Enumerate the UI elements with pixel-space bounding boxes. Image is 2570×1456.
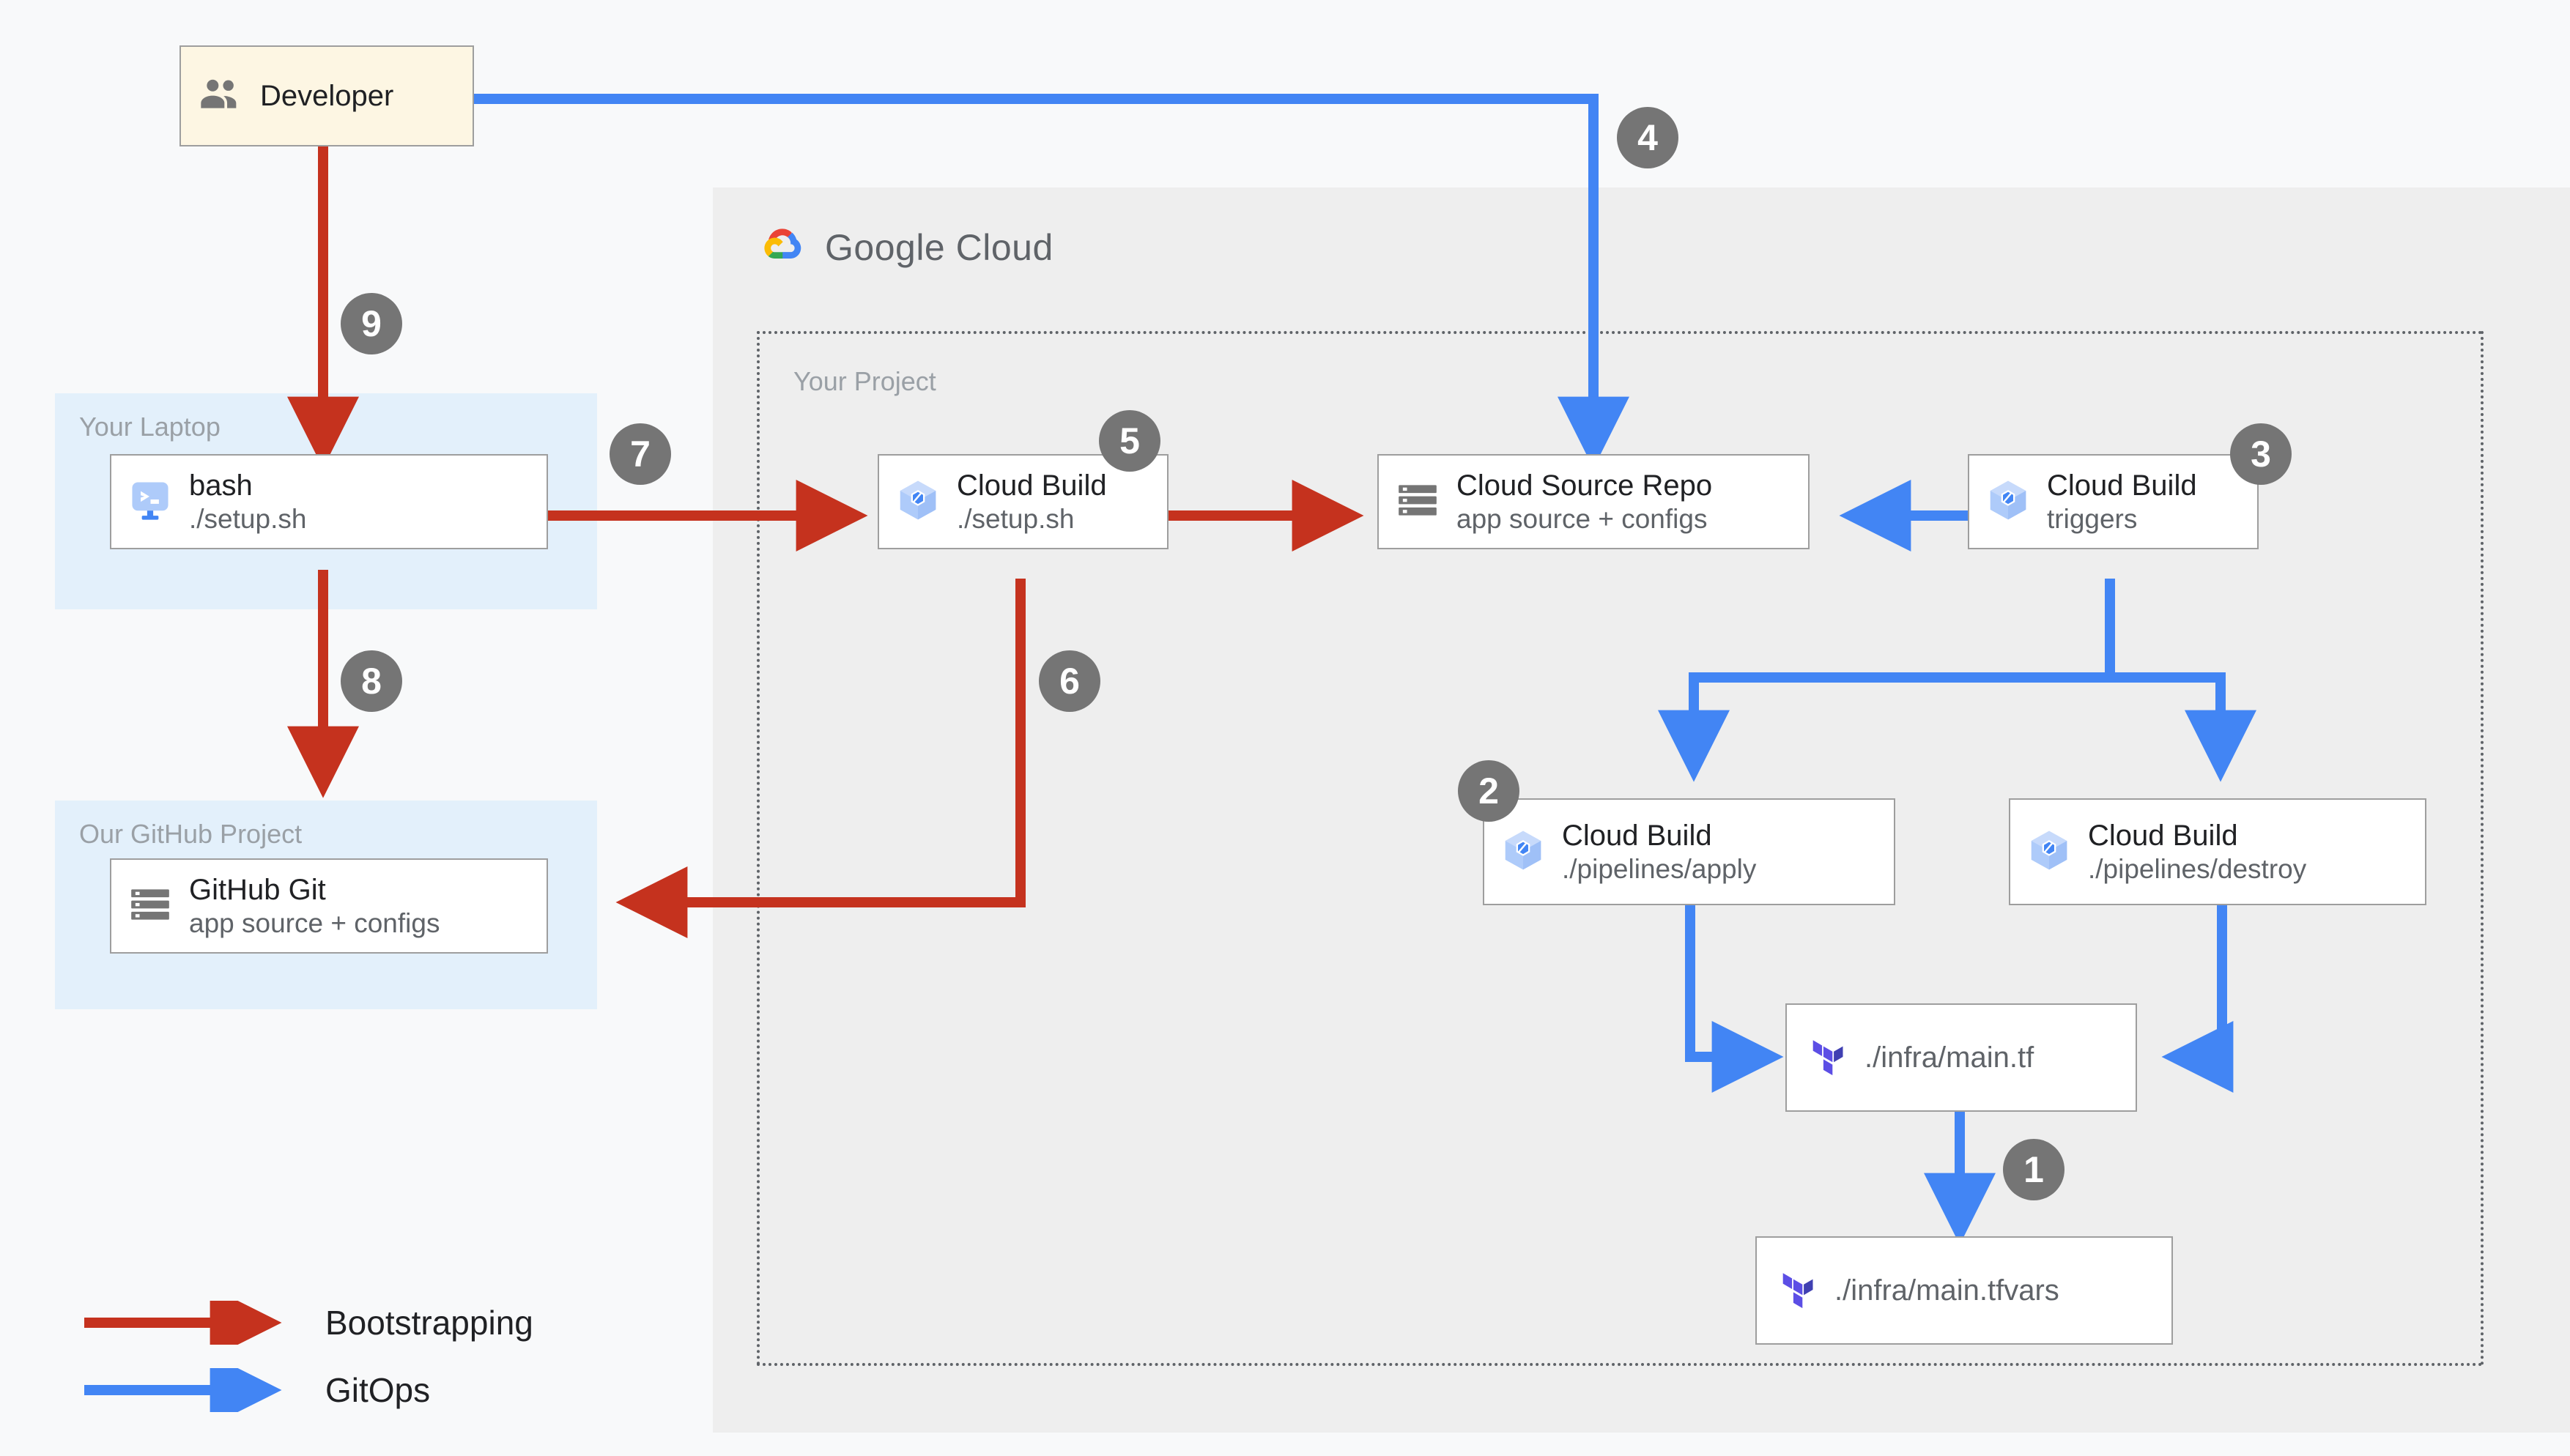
step-badge-1: 1	[2003, 1139, 2064, 1200]
node-pipeline-apply-title: Cloud Build	[1562, 819, 1712, 852]
cloud-build-icon	[1500, 828, 1546, 877]
node-main-tf[interactable]: ./infra/main.tf	[1785, 1003, 2137, 1112]
node-pipeline-destroy-subtitle: ./pipelines/destroy	[2088, 853, 2307, 884]
node-pipeline-apply-text: Cloud Build ./pipelines/apply	[1562, 819, 1756, 885]
node-bash-title: bash	[189, 469, 253, 502]
node-cloud-source-repo[interactable]: Cloud Source Repo app source + configs	[1377, 454, 1810, 549]
step-badge-7: 7	[610, 423, 671, 485]
node-pipeline-apply[interactable]: Cloud Build ./pipelines/apply	[1483, 798, 1895, 905]
terraform-icon	[1803, 1033, 1848, 1082]
step-badge-5: 5	[1099, 410, 1160, 472]
node-pipeline-destroy-title: Cloud Build	[2088, 819, 2238, 852]
node-github-git[interactable]: GitHub Git app source + configs	[110, 858, 548, 954]
cloud-build-icon	[1985, 478, 2031, 527]
node-pipeline-destroy-text: Cloud Build ./pipelines/destroy	[2088, 819, 2306, 885]
node-cloud-build-setup-title: Cloud Build	[957, 469, 1107, 502]
node-developer[interactable]: Developer	[179, 45, 474, 146]
node-github-git-text: GitHub Git app source + configs	[189, 873, 440, 940]
step-badge-4: 4	[1617, 107, 1678, 168]
cloud-build-icon	[895, 478, 941, 527]
people-icon	[197, 77, 244, 116]
legend-item-bootstrapping: Bootstrapping	[81, 1289, 533, 1356]
node-cloud-build-triggers-title: Cloud Build	[2047, 469, 2197, 502]
node-bash-subtitle: ./setup.sh	[189, 503, 307, 534]
node-cloud-build-setup-subtitle: ./setup.sh	[957, 503, 1075, 534]
node-cloud-build-setup-text: Cloud Build ./setup.sh	[957, 469, 1107, 535]
node-cloud-build-triggers-subtitle: triggers	[2047, 503, 2138, 534]
legend: Bootstrapping GitOps	[81, 1289, 533, 1424]
brand-cloud: Cloud	[955, 226, 1053, 268]
legend-arrow-bootstrapping-icon	[84, 1301, 282, 1345]
your-laptop-label: Your Laptop	[79, 412, 221, 442]
node-cloud-source-repo-subtitle: app source + configs	[1456, 503, 1708, 534]
our-github-project-label: Our GitHub Project	[79, 819, 303, 849]
node-main-tfvars[interactable]: ./infra/main.tfvars	[1755, 1236, 2173, 1345]
repository-icon	[127, 882, 173, 931]
node-developer-title: Developer	[260, 79, 394, 112]
step-badge-3: 3	[2230, 423, 2292, 485]
step-badge-6: 6	[1039, 650, 1100, 712]
node-main-tfvars-title: ./infra/main.tfvars	[1834, 1274, 2059, 1307]
step-badge-8: 8	[341, 650, 402, 712]
google-cloud-wordmark: Google Cloud	[825, 226, 1053, 269]
google-cloud-logo-icon	[755, 223, 807, 271]
legend-item-gitops: GitOps	[81, 1356, 533, 1424]
node-bash[interactable]: bash ./setup.sh	[110, 454, 548, 549]
node-cloud-build-triggers-text: Cloud Build triggers	[2047, 469, 2197, 535]
legend-label-gitops: GitOps	[325, 1371, 431, 1409]
node-github-git-subtitle: app source + configs	[189, 907, 440, 938]
node-bash-text: bash ./setup.sh	[189, 469, 306, 535]
step-badge-2: 2	[1458, 760, 1519, 822]
node-main-tf-title: ./infra/main.tf	[1864, 1041, 2034, 1074]
terraform-icon	[1773, 1266, 1818, 1315]
legend-label-bootstrapping: Bootstrapping	[325, 1304, 533, 1342]
node-pipeline-apply-subtitle: ./pipelines/apply	[1562, 853, 1757, 884]
google-cloud-brand: Google Cloud	[755, 223, 1053, 271]
legend-arrow-gitops-icon	[84, 1368, 282, 1412]
step-badge-9: 9	[341, 293, 402, 354]
terminal-icon	[127, 478, 173, 527]
repository-icon	[1395, 478, 1440, 527]
node-github-git-title: GitHub Git	[189, 873, 326, 906]
node-cloud-source-repo-text: Cloud Source Repo app source + configs	[1456, 469, 1712, 535]
brand-google: Google	[825, 226, 946, 268]
your-project-label: Your Project	[793, 366, 936, 396]
node-pipeline-destroy[interactable]: Cloud Build ./pipelines/destroy	[2009, 798, 2426, 905]
node-cloud-source-repo-title: Cloud Source Repo	[1456, 469, 1713, 502]
cloud-build-icon	[2026, 828, 2072, 877]
node-cloud-build-triggers[interactable]: Cloud Build triggers	[1968, 454, 2259, 549]
